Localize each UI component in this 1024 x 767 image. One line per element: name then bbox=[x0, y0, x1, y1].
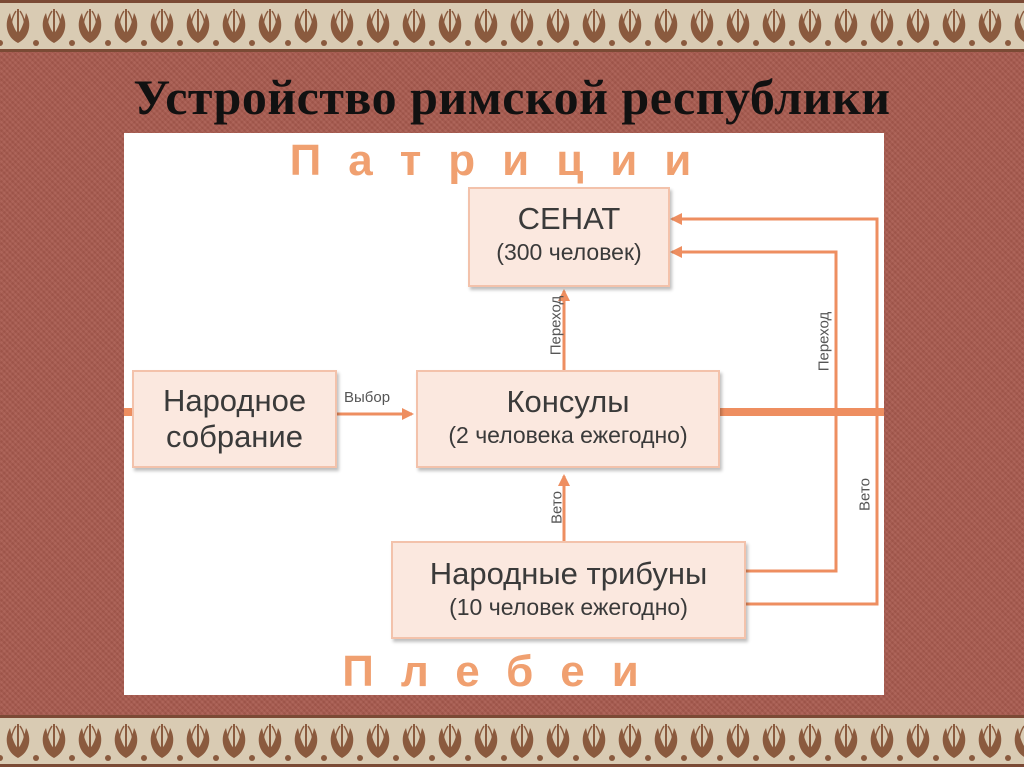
tribunes-title: Народные трибуны bbox=[429, 556, 708, 591]
top-ornament-border bbox=[0, 0, 1024, 52]
veto-tribunes-label: Вето bbox=[856, 478, 874, 511]
arrow-perekhod-tribunes bbox=[670, 246, 838, 573]
diagram-connectors bbox=[124, 213, 884, 606]
perekhod-tribunes-label: Переход bbox=[815, 311, 833, 372]
assembly-box: Народное собрание bbox=[132, 370, 337, 468]
tribunes-box: Народные трибуны (10 человек ежегодно) bbox=[391, 541, 746, 639]
senate-box: СЕНАТ (300 человек) bbox=[468, 187, 670, 287]
arrow-veto-tribunes bbox=[670, 213, 879, 606]
assembly-line1: Народное bbox=[162, 383, 307, 418]
assembly-line2: собрание bbox=[165, 419, 303, 454]
senate-title: СЕНАТ bbox=[517, 201, 621, 236]
diagram-panel: Патриции СЕНАТ (300 человек) Народное со… bbox=[124, 133, 884, 696]
consuls-title: Консулы bbox=[506, 384, 630, 419]
slide-title: Устройство римской республики bbox=[133, 69, 891, 125]
vybor-label: Выбор bbox=[344, 389, 391, 406]
patricians-label: Патриции bbox=[289, 136, 719, 185]
bottom-ornament-border bbox=[0, 715, 1024, 767]
perekhod-consuls-label: Переход bbox=[547, 295, 565, 356]
consuls-box: Консулы (2 человека ежегодно) bbox=[416, 370, 720, 468]
senate-subtitle: (300 человек) bbox=[496, 239, 642, 265]
tribunes-subtitle: (10 человек ежегодно) bbox=[449, 594, 688, 620]
veto-consuls-label: Вето bbox=[548, 491, 566, 524]
plebeians-label: Плебеи bbox=[342, 647, 666, 696]
consuls-subtitle: (2 человека ежегодно) bbox=[448, 422, 688, 448]
